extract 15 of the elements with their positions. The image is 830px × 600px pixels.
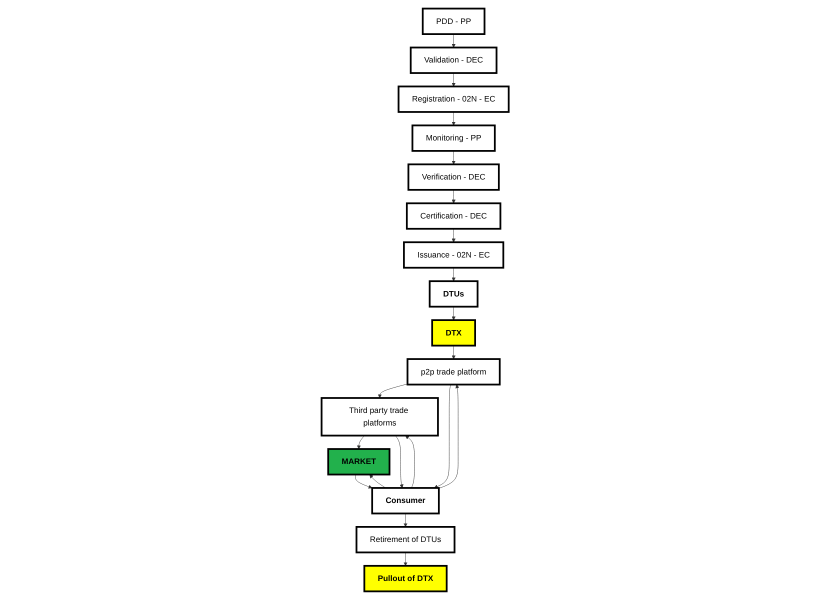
node-box: MARKET [327,448,390,476]
node-box: Verification - DEC [407,163,500,191]
node-box: Monitoring - PP [411,124,496,152]
node-box: PDD - PP [422,8,486,36]
node-box: Retirement of DTUs [355,526,456,554]
node-box: Registration - 02N - EC [398,86,510,113]
node-box: DTUs [428,280,478,308]
node-box: Pullout of DTX [363,564,448,592]
node-box: Certification - DEC [406,202,502,230]
node-box: Validation - DEC [410,46,498,74]
node-box: DTX [431,319,476,347]
node-box: Consumer [371,487,440,514]
node-box: Third party trade platforms [320,397,439,437]
node-box: p2p trade platform [406,358,500,386]
node-box: Issuance - 02N - EC [402,241,504,269]
